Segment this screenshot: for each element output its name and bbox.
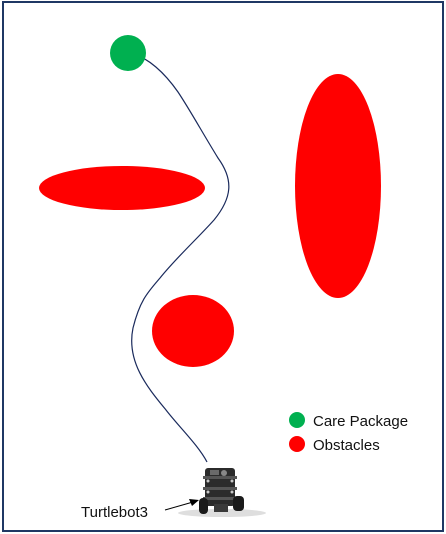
care-package-marker — [110, 35, 146, 71]
robot-label-arrow — [164, 499, 199, 511]
legend-obstacles-swatch — [289, 436, 305, 452]
robot-path — [131, 53, 230, 463]
legend-care-package-swatch — [289, 412, 305, 428]
legend-care-package-label: Care Package — [313, 413, 408, 430]
legend: Care Package Obstacles — [289, 412, 408, 454]
obstacle-round — [152, 295, 234, 367]
legend-obstacles-label: Obstacles — [313, 437, 380, 454]
obstacle-horizontal — [39, 166, 205, 210]
obstacle-vertical — [295, 74, 381, 298]
turtlebot3-robot — [178, 468, 266, 517]
robot-label: Turtlebot3 — [81, 504, 148, 521]
